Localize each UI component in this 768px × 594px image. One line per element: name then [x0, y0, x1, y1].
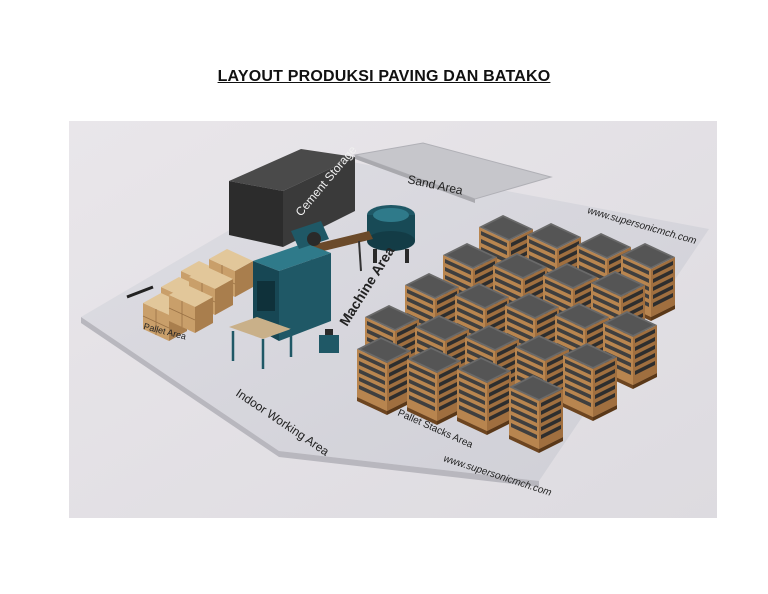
cement-storage-building — [229, 149, 355, 247]
layout-svg: Cement Storage Sand Area Machine Area Pa… — [69, 121, 717, 518]
mixer — [367, 205, 415, 263]
sand-area — [353, 142, 553, 200]
factory-layout-illustration: Cement Storage Sand Area Machine Area Pa… — [69, 121, 717, 518]
document-title: LAYOUT PRODUKSI PAVING DAN BATAKO — [217, 68, 551, 85]
block-machine — [229, 221, 339, 369]
